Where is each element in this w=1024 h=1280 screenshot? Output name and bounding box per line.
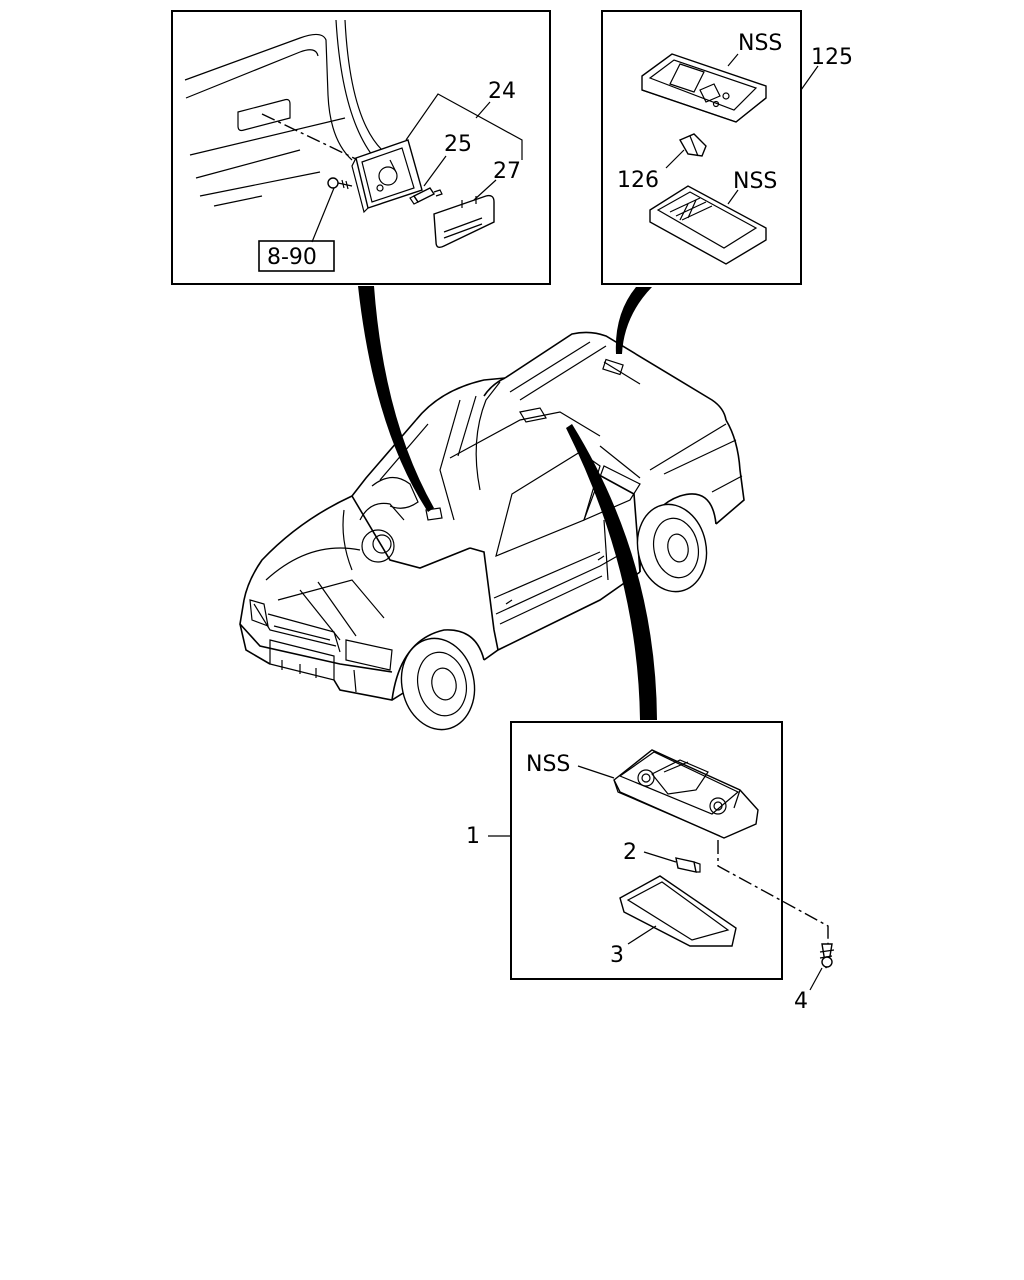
bulb-2	[675, 857, 701, 873]
screw-8-90	[327, 177, 353, 190]
rear-wheel	[636, 493, 717, 593]
panel-door-courtesy-lamp: 24 25 27 8-90	[171, 10, 551, 285]
leader-4	[809, 967, 823, 991]
callout-126: 126	[617, 168, 659, 193]
bulb-126	[679, 133, 707, 157]
cargo-lamp-housing	[641, 53, 767, 123]
leader-nss-top	[727, 53, 739, 67]
leader-25	[423, 155, 447, 187]
callout-8-90: 8-90	[267, 245, 317, 270]
door-trim-drawing	[184, 19, 383, 207]
panel-frame	[171, 10, 551, 285]
leader-2	[643, 851, 677, 863]
callout-24: 24	[488, 79, 516, 104]
panel-cargo-lamp: NSS 125 126 NSS	[601, 10, 853, 285]
panel-dome-lamp: NSS 1 2 3 4	[466, 721, 835, 1014]
lamp-housing	[351, 139, 423, 214]
callout-27: 27	[493, 159, 521, 184]
pointer-cargo-lamp	[615, 287, 652, 354]
pointer-dome-lamp	[566, 424, 657, 720]
cargo-lamp-lens	[649, 185, 767, 265]
callout-125: 125	[811, 45, 853, 70]
bracket-24-27	[405, 93, 523, 160]
callout-1: 1	[466, 824, 480, 849]
leader-nss-bottom	[727, 189, 739, 205]
callout-nss-top: NSS	[738, 31, 782, 56]
leader-27	[473, 179, 497, 201]
callout-4: 4	[794, 989, 808, 1014]
callout-25: 25	[444, 132, 472, 157]
bulb-25	[409, 187, 443, 205]
pointer-door-lamp	[358, 286, 434, 512]
leader-126	[665, 149, 685, 169]
callout-3: 3	[610, 943, 624, 968]
lens-27	[433, 194, 495, 249]
leader-125	[800, 65, 819, 91]
panel-frame	[601, 10, 802, 285]
leader-nss	[577, 765, 615, 779]
lens-3	[619, 875, 737, 947]
vehicle-drawing	[239, 331, 745, 731]
screw-4	[819, 943, 835, 969]
callout-2: 2	[623, 840, 637, 865]
callout-nss: NSS	[526, 752, 570, 777]
ref-box	[258, 240, 335, 272]
callout-nss-bottom: NSS	[733, 169, 777, 194]
leader-8-90	[311, 187, 335, 243]
leader-24	[475, 101, 491, 119]
panel-frame	[510, 721, 783, 980]
leader-3	[627, 925, 657, 945]
dome-lamp-housing	[613, 749, 759, 839]
install-line	[717, 840, 829, 944]
front-wheel	[391, 629, 485, 731]
location-pointers	[358, 286, 657, 720]
